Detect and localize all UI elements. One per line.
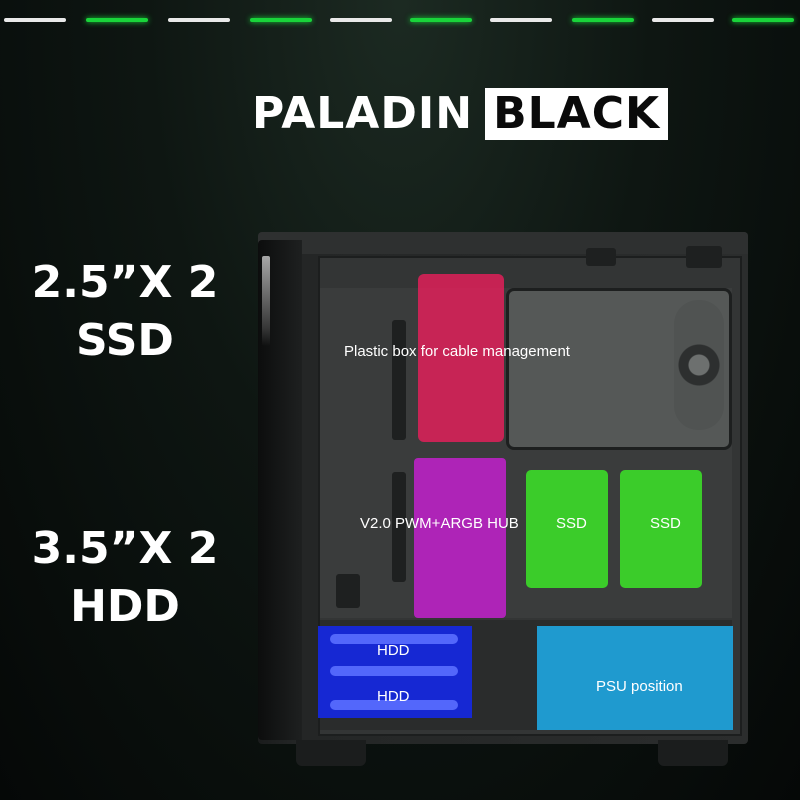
hub-zone (414, 458, 506, 618)
dash-segment (250, 18, 312, 22)
spec-kind: SSD (76, 315, 174, 366)
hdd-rail (330, 666, 458, 676)
brand-name: PALADIN (252, 88, 474, 139)
spec-ssd: 2.5”X 2 SSD (0, 254, 250, 370)
brand-name-boxed: BLACK (485, 88, 669, 140)
rear-fan (674, 300, 724, 430)
top-dash-line (0, 18, 800, 26)
hdd-rail (330, 700, 458, 710)
cable-box-label: Plastic box for cable management (344, 343, 570, 360)
ssd-bay-1 (526, 470, 608, 588)
hdd-label-1: HDD (377, 642, 410, 659)
ssd-label-1: SSD (556, 515, 587, 532)
top-cutout (586, 248, 616, 266)
dash-segment (572, 18, 634, 22)
dash-segment (168, 18, 230, 22)
case-foot (296, 740, 366, 766)
dash-segment (652, 18, 714, 22)
hdd-label-2: HDD (377, 688, 410, 705)
spec-kind: HDD (70, 581, 180, 632)
hub-label: V2.0 PWM+ARGB HUB (360, 515, 519, 532)
front-light-strip (262, 256, 270, 346)
top-cutout (686, 246, 722, 268)
spec-hdd: 3.5”X 2 HDD (0, 520, 250, 636)
dash-segment (86, 18, 148, 22)
ssd-bay-2 (620, 470, 702, 588)
spec-qty: 2.5”X 2 (31, 257, 219, 308)
cable-grommet (392, 320, 406, 440)
cable-cutout (336, 574, 360, 608)
dash-segment (330, 18, 392, 22)
spec-qty: 3.5”X 2 (31, 523, 219, 574)
cable-grommet (392, 472, 406, 582)
hdd-rail (330, 634, 458, 644)
psu-label: PSU position (596, 678, 683, 695)
brand-title: PALADIN BLACK (252, 84, 669, 144)
cable-box-zone (418, 274, 504, 442)
dash-segment (490, 18, 552, 22)
case-foot (658, 740, 728, 766)
dash-segment (410, 18, 472, 22)
case-top-panel (258, 232, 748, 254)
dash-segment (4, 18, 66, 22)
ssd-label-2: SSD (650, 515, 681, 532)
psu-zone (537, 626, 733, 730)
dash-segment (732, 18, 794, 22)
